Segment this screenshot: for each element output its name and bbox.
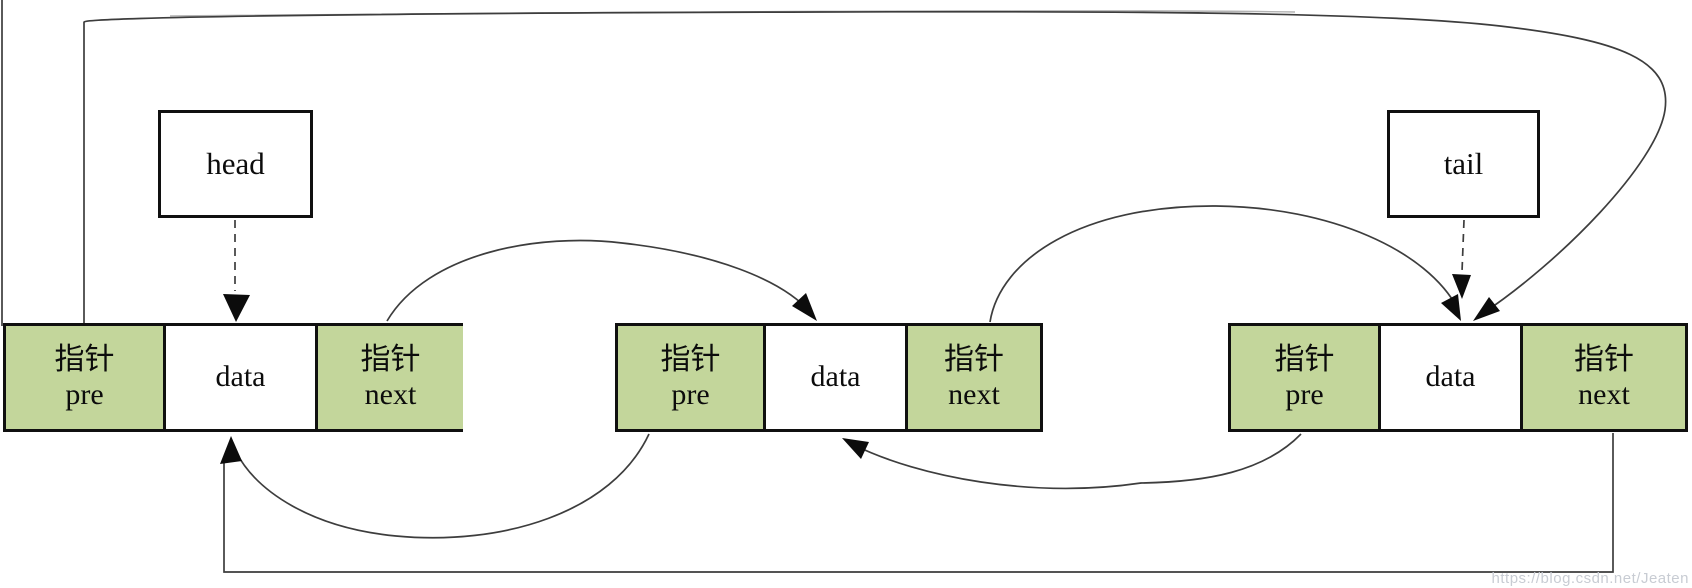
- arrowhead-into-node1-data-bottom: [220, 436, 242, 464]
- node2-data-cell: data: [763, 326, 905, 429]
- node3-data-cell: data: [1378, 326, 1520, 429]
- arrowhead-node1-next: [792, 293, 817, 321]
- list-node-3: 指针 pre data 指针 next: [1228, 323, 1688, 432]
- list-node-2: 指针 pre data 指针 next: [615, 323, 1043, 432]
- edge-node3-pre-to-node2: [853, 433, 1302, 490]
- node3-pre-label-cn: 指针: [1274, 343, 1335, 377]
- tail-label: tail: [1443, 146, 1484, 181]
- node3-next-cell: 指针 next: [1520, 326, 1685, 429]
- arrowhead-tail-to-node3: [1452, 274, 1471, 299]
- edge-tail-to-node3: [1461, 219, 1465, 273]
- arrowhead-node1-pre-wrap: [1473, 297, 1500, 321]
- node3-next-label-cn: 指针: [1574, 343, 1634, 377]
- node2-pre-cell: 指针 pre: [618, 326, 763, 429]
- node1-pre-label-cn: 指针: [54, 343, 115, 377]
- node2-next-cell: 指针 next: [905, 326, 1040, 429]
- node3-data-label: data: [1425, 360, 1476, 394]
- node3-next-label-en: next: [1578, 377, 1630, 411]
- node2-data-label: data: [810, 360, 861, 394]
- arrowhead-node2-next: [1441, 294, 1461, 321]
- tail-pointer-box: tail: [1387, 110, 1540, 218]
- node2-pre-label-cn: 指针: [660, 343, 721, 377]
- node1-pre-cell: 指针 pre: [6, 326, 163, 429]
- node1-pre-label-en: pre: [65, 377, 104, 411]
- edge-node2-pre-to-node1: [235, 433, 650, 539]
- arrowhead-head-to-node1: [223, 294, 250, 322]
- node1-next-label-en: next: [364, 377, 417, 411]
- node2-next-label-en: next: [948, 377, 1000, 411]
- node1-data-cell: data: [163, 326, 315, 429]
- node1-next-label-cn: 指针: [360, 343, 421, 377]
- edge-node2-next-to-node3: [989, 205, 1459, 323]
- csdn-watermark: https://blog.csdn.net/Jeaten: [1491, 570, 1689, 587]
- list-node-1: 指针 pre data 指针 next: [3, 323, 463, 432]
- node3-pre-cell: 指针 pre: [1231, 326, 1378, 429]
- arrowhead-node3-pre: [842, 438, 869, 459]
- edge-node1-pre-wrap-echo: [169, 10, 1296, 17]
- node1-data-label: data: [215, 360, 266, 394]
- edge-node1-next-to-node2: [386, 239, 812, 322]
- head-label: head: [206, 146, 265, 181]
- node2-pre-label-en: pre: [671, 377, 710, 411]
- node2-next-label-cn: 指针: [944, 343, 1004, 377]
- head-pointer-box: head: [158, 110, 313, 218]
- node1-next-cell: 指针 next: [315, 326, 463, 429]
- edge-node3-next-wrap-to-node1: [223, 433, 1614, 573]
- node3-pre-label-en: pre: [1285, 377, 1324, 411]
